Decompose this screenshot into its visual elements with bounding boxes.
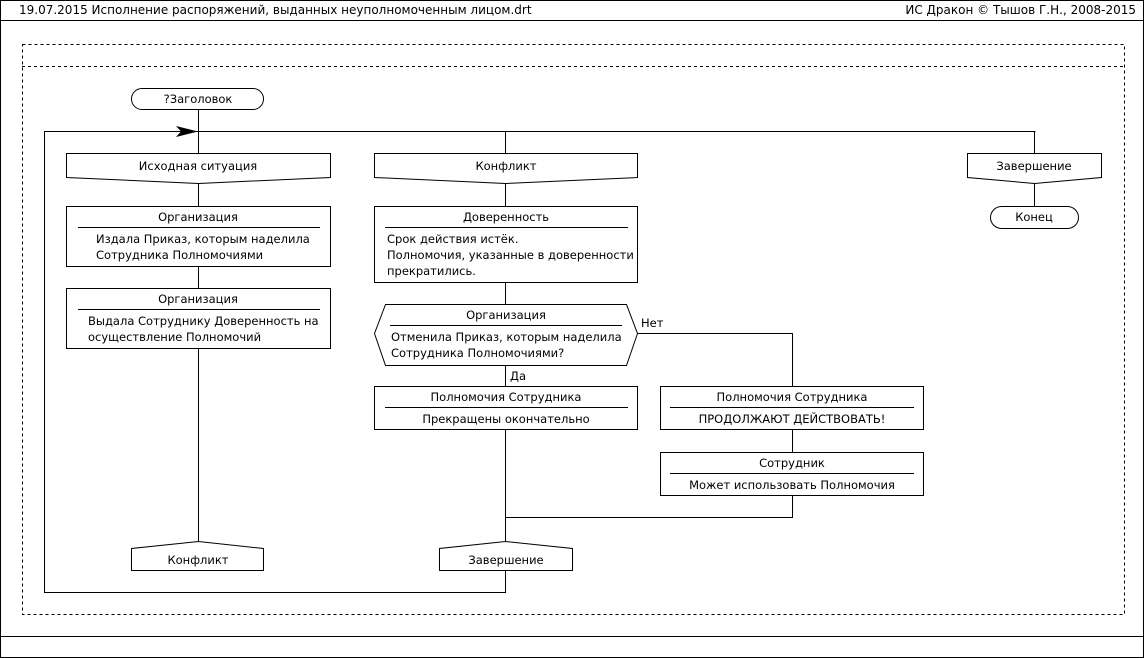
end-text: Конец (1015, 210, 1053, 224)
branch-label: Исходная ситуация (139, 159, 257, 173)
action-employee-can-use[interactable]: Сотрудник Может использовать Полномочия (660, 452, 924, 496)
action-line: Может использовать Полномочия (689, 478, 895, 492)
action-line: Полномочия, указанные в доверенности (387, 248, 634, 262)
end-node[interactable]: Конец (990, 206, 1079, 229)
header-copyright: ИС Дракон © Тышов Г.Н., 2008-2015 (905, 3, 1136, 17)
action-line: ПРОДОЛЖАЮТ ДЕЙСТВОВАТЬ! (699, 411, 886, 426)
title-text: ?Заголовок (164, 92, 233, 106)
action-line: прекратились. (387, 264, 476, 278)
action-line: осуществление Полномочий (88, 330, 261, 344)
address-label: Завершение (468, 553, 543, 567)
branch-header-finish[interactable]: Завершение (967, 153, 1102, 185)
header-file-title: 19.07.2015 Исполнение распоряжений, выда… (19, 3, 532, 17)
address-conflict[interactable]: Конфликт (131, 540, 264, 571)
action-line: Выдала Сотруднику Доверенность на (88, 314, 319, 328)
loop-arrow-icon (176, 126, 198, 137)
branch-header-conflict[interactable]: Конфликт (374, 153, 638, 185)
action-title: Сотрудник (759, 456, 825, 470)
title-node[interactable]: ?Заголовок (131, 88, 264, 110)
branch-label: Конфликт (475, 159, 536, 173)
action-powers-continue[interactable]: Полномочия Сотрудника ПРОДОЛЖАЮТ ДЕЙСТВО… (660, 386, 924, 430)
question-order-revoked[interactable]: Организация Отменила Приказ, которым над… (373, 304, 639, 366)
action-title: Доверенность (463, 210, 549, 224)
connector-lines (44, 110, 1036, 593)
action-title: Полномочия Сотрудника (717, 390, 868, 404)
action-title: Организация (158, 210, 238, 224)
action-org-issued-proxy[interactable]: Организация Выдала Сотруднику Довереннос… (66, 288, 331, 349)
action-title: Полномочия Сотрудника (431, 390, 582, 404)
diagram-frame (22, 44, 1125, 615)
address-finish[interactable]: Завершение (439, 540, 573, 571)
yes-label: Да (510, 369, 526, 383)
action-line: Сотрудника Полномочиями (96, 248, 263, 262)
action-line: Срок действия истёк. (387, 232, 519, 246)
question-line: Отменила Приказ, которым наделила (391, 330, 622, 344)
action-proxy-expired[interactable]: Доверенность Срок действия истёк. Полном… (374, 206, 638, 283)
address-label: Конфликт (167, 553, 228, 567)
action-title: Организация (158, 292, 238, 306)
branch-label: Завершение (996, 159, 1071, 173)
action-powers-terminated[interactable]: Полномочия Сотрудника Прекращены окончат… (374, 386, 638, 430)
question-title: Организация (466, 308, 546, 322)
no-label: Нет (641, 316, 664, 330)
action-line: Издала Приказ, которым наделила (96, 232, 310, 246)
action-line: Прекращены окончательно (422, 412, 589, 426)
branch-header-initial[interactable]: Исходная ситуация (66, 153, 331, 185)
question-line: Сотрудника Полномочиями? (391, 346, 564, 360)
action-org-issued-order[interactable]: Организация Издала Приказ, которым надел… (66, 206, 331, 267)
